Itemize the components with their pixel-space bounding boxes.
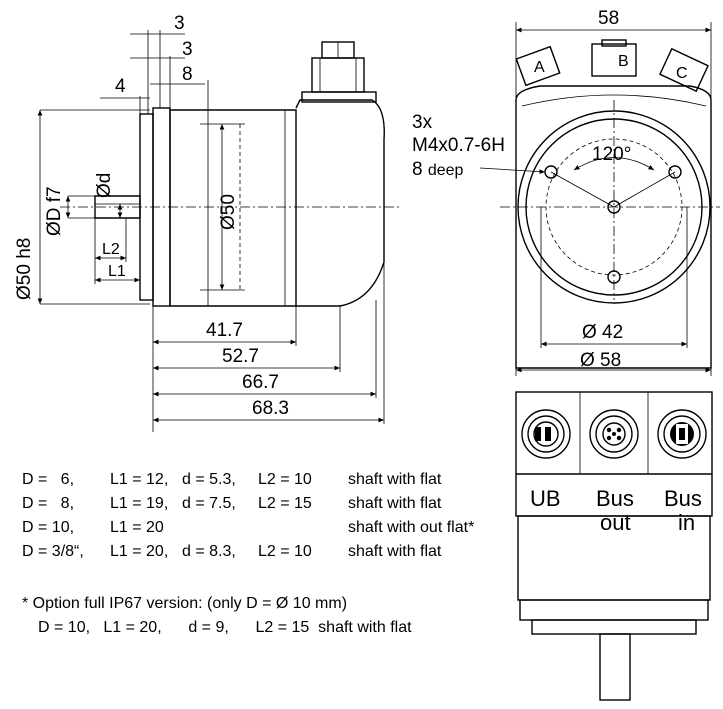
- dim-d58: Ø 58: [580, 350, 621, 371]
- connector-c: C: [659, 47, 709, 93]
- dim-66-7: 66.7: [242, 372, 279, 393]
- front-view: 58 A B C 120° 3x: [412, 8, 720, 376]
- note-line-2: D = 10, L1 = 20, d = 9, L2 = 15 shaft wi…: [38, 619, 412, 636]
- label-bus-out-1: Bus: [596, 486, 634, 511]
- rear-shaft: [599, 633, 631, 701]
- dim-68-3: 68.3: [252, 398, 289, 419]
- label-bus-in-1: Bus: [664, 486, 702, 511]
- dim-top-3a: 3: [174, 13, 185, 34]
- dim-l1: L1: [108, 263, 126, 280]
- connector-a: A: [515, 45, 561, 87]
- svg-text:C: C: [676, 65, 688, 82]
- dim-width-58: 58: [598, 8, 619, 29]
- svg-text:A: A: [534, 59, 545, 76]
- dim-left-4: 4: [115, 76, 126, 97]
- dim-d50: Ø50: [218, 194, 239, 230]
- dim-top-3b: 3: [182, 39, 193, 60]
- dim-l2: L2: [102, 241, 120, 258]
- hole-thread: M4x0.7-6H: [412, 135, 505, 156]
- label-bus-out-2: out: [600, 510, 631, 535]
- table-row: D = 3/8“, L1 = 20, d = 8.3, L2 = 10 shaf…: [22, 543, 442, 560]
- front-housing: [515, 85, 712, 369]
- ip67-note: * Option full IP67 version: (only D = Ø …: [22, 592, 412, 640]
- angle-120: 120°: [592, 144, 631, 165]
- connector-ub: [521, 409, 571, 459]
- shaft-options-table: D = 6, L1 = 12, d = 5.3, L2 = 10 shaft w…: [22, 468, 475, 564]
- connector-bus-in: [657, 409, 707, 459]
- dim-41-7: 41.7: [206, 320, 243, 341]
- hole-depth: 8 deep: [412, 159, 464, 180]
- hole-count: 3x: [412, 112, 433, 133]
- label-bus-in-2: in: [678, 510, 695, 535]
- connector-bus-out: [589, 409, 639, 459]
- dim-d50h8: Ø50 h8: [14, 238, 35, 300]
- dim-dd: Ød: [94, 173, 115, 198]
- side-view: 3 3 8 4 Ø50 h8 ØD f7 Ød L2 L1 Ø50: [14, 13, 400, 432]
- housing-cover: [295, 99, 385, 307]
- mount-hole-2: [668, 165, 682, 179]
- table-row: D = 6, L1 = 12, d = 5.3, L2 = 10 shaft w…: [22, 471, 442, 488]
- dim-top-8: 8: [182, 64, 193, 85]
- note-line-1: * Option full IP67 version: (only D = Ø …: [22, 595, 348, 612]
- label-ub: UB: [530, 486, 561, 511]
- svg-text:B: B: [618, 53, 629, 70]
- table-row: D = 8, L1 = 19, d = 7.5, L2 = 15 shaft w…: [22, 495, 442, 512]
- dim-dDf7: ØD f7: [44, 186, 65, 236]
- dim-52-7: 52.7: [222, 346, 259, 367]
- rear-view: UB Bus out Bus in: [515, 391, 713, 701]
- table-row: D = 10, L1 = 20 shaft with out flat*: [22, 519, 475, 536]
- dim-d42: Ø 42: [582, 322, 623, 343]
- connector-b: B: [591, 39, 637, 77]
